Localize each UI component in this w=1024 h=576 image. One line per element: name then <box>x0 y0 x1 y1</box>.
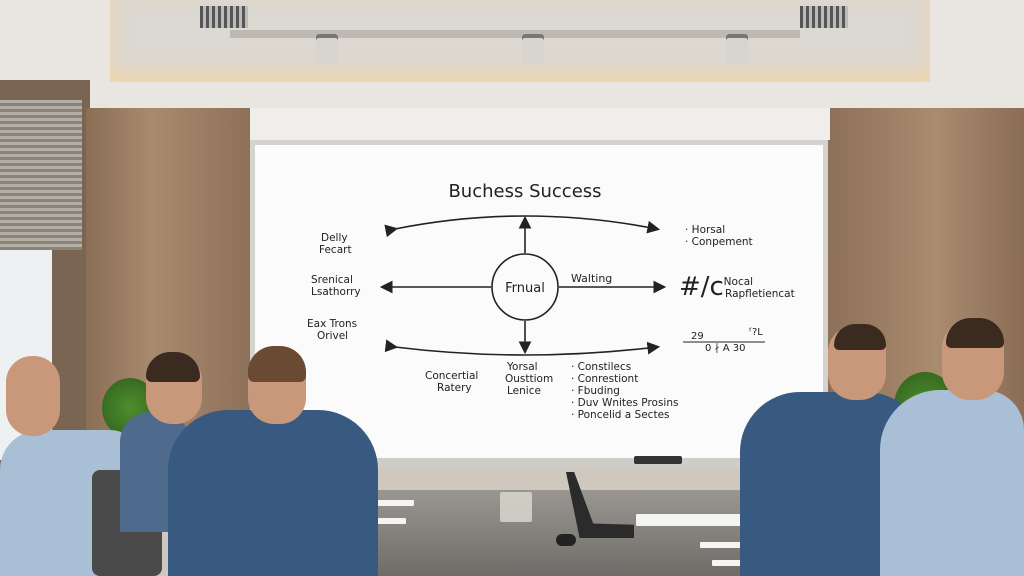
attendee-hair <box>146 352 200 382</box>
attendee-far-right <box>880 390 1024 576</box>
right-top-line1: · Horsal <box>685 224 725 236</box>
center-label: Frnual <box>505 281 545 296</box>
remote-control <box>634 456 682 464</box>
formula-top-left: 29 <box>691 331 704 342</box>
top-arrow <box>384 215 661 238</box>
right-mid-line1: · Nocal <box>717 276 753 288</box>
bottom-right-item: · Fbuding <box>571 385 620 397</box>
right-arrow-label: Walting <box>571 272 612 285</box>
left-top-line2: Fecart <box>319 244 352 256</box>
spotlight <box>316 34 338 64</box>
center-circle <box>491 253 559 321</box>
attendee-center-left <box>168 410 378 576</box>
document-stack <box>636 514 770 526</box>
bottom-arrow <box>384 339 661 356</box>
attendee-hair <box>248 346 306 382</box>
bottom-left-line1: Concertial <box>425 370 478 382</box>
spotlight <box>522 34 544 64</box>
right-top-line2: · Conpement <box>685 236 753 248</box>
bottom-center-line2: Ousttiom <box>505 373 553 385</box>
left-top-line1: Delly <box>321 232 348 244</box>
projection-screen <box>250 140 828 466</box>
right-mid-symbol: #/c <box>679 272 724 302</box>
bottom-right-item: · Conrestiont <box>571 373 638 385</box>
attendee-hair <box>834 324 886 350</box>
spotlight <box>726 34 748 64</box>
left-mid-line2: Lsathorry <box>311 286 361 298</box>
left-bot-line1: Eax Trons <box>307 318 357 330</box>
bottom-right-item: · Constilecs <box>571 361 631 373</box>
bottom-center-line3: Lenice <box>507 385 541 397</box>
glass-vase <box>500 492 532 522</box>
ceiling-vent-left <box>200 6 248 28</box>
whiteboard-diagram: Buchess Success Frnual Walting Delly Fec… <box>307 181 795 421</box>
diagram-title: Buchess Success <box>448 181 601 202</box>
left-mid-line1: Srenical <box>311 274 353 286</box>
attendee-hair <box>946 318 1004 348</box>
upper-wall <box>250 108 830 140</box>
attendee-head <box>6 356 60 436</box>
paper-sheet <box>374 500 414 506</box>
formula-top-right: ᶠ?L <box>749 327 763 338</box>
bottom-center-line1: Yorsal <box>506 361 538 373</box>
screen-ledge <box>252 458 826 468</box>
ceiling-vent-right <box>800 6 848 28</box>
bottom-right-item: · Duv Wnites Prosins <box>571 397 678 409</box>
speakerphone <box>556 534 576 546</box>
window-blinds <box>0 100 82 250</box>
right-mid-line2: Rapfletiencat <box>725 288 795 300</box>
track-light-rail <box>230 30 800 38</box>
bottom-left-line2: Ratery <box>437 382 472 394</box>
formula-bottom: 0 ∤ A 30 <box>705 343 745 354</box>
bottom-right-item: · Poncelid a Sectes <box>571 409 670 421</box>
left-bot-line2: Orivel <box>317 330 348 342</box>
